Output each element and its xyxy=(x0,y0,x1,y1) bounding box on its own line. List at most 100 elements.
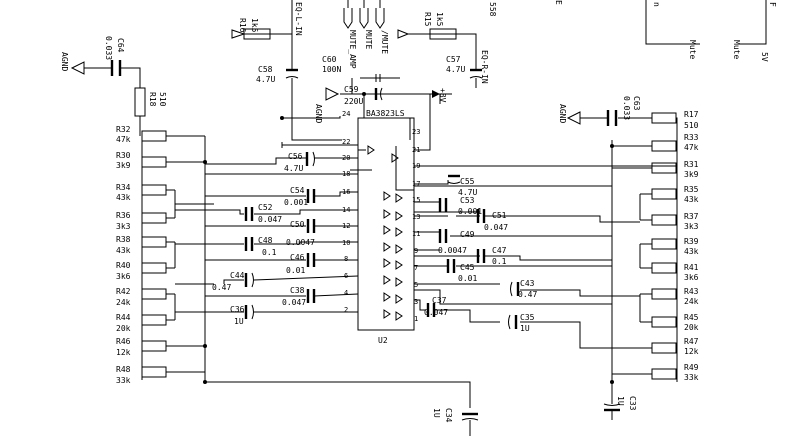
svg-text:R32: R32 xyxy=(116,125,131,134)
svg-text:R16: R16 xyxy=(238,18,247,33)
ic-pin-3: 3 xyxy=(414,298,418,306)
svg-text:3k3: 3k3 xyxy=(116,222,131,231)
svg-text:0.0047: 0.0047 xyxy=(438,246,467,255)
svg-text:1U: 1U xyxy=(520,324,530,333)
svg-text:R42: R42 xyxy=(116,287,131,296)
bottom-capacitors: C34 1U C33 1U xyxy=(432,396,637,436)
svg-text:C43: C43 xyxy=(520,279,535,288)
svg-text:0.047: 0.047 xyxy=(282,298,306,307)
svg-text:3k9: 3k9 xyxy=(684,170,699,179)
eq-r-in-label: EQ-R-IN xyxy=(480,50,489,84)
svg-text:20k: 20k xyxy=(116,324,131,333)
svg-text:C59: C59 xyxy=(344,85,359,94)
svg-text:R48: R48 xyxy=(116,365,131,374)
left-agnd-network: AGND C64 0.033 R18 510 xyxy=(60,36,167,136)
svg-text:C34: C34 xyxy=(444,408,453,423)
svg-text:R44: R44 xyxy=(116,313,131,322)
svg-text:C47: C47 xyxy=(492,246,507,255)
svg-text:1k5: 1k5 xyxy=(435,12,444,27)
svg-text:C55: C55 xyxy=(460,177,475,186)
ic-pin-22: 22 xyxy=(342,138,350,146)
svg-text:1U: 1U xyxy=(234,317,244,326)
svg-text:R30: R30 xyxy=(116,151,131,160)
resistor-r15 xyxy=(429,28,457,40)
svg-text:4.7U: 4.7U xyxy=(446,65,465,74)
svg-text:3k6: 3k6 xyxy=(116,272,131,281)
svg-text:0.1: 0.1 xyxy=(262,248,277,257)
ic-pin-23: 23 xyxy=(412,128,420,136)
svg-text:C38: C38 xyxy=(290,286,305,295)
svg-text:R31: R31 xyxy=(684,160,699,169)
resistor-r18 xyxy=(134,87,146,117)
ic-pin-7: 7 xyxy=(414,264,418,272)
svg-text:33k: 33k xyxy=(116,376,131,385)
svg-text:C36: C36 xyxy=(230,305,245,314)
svg-text:C56: C56 xyxy=(288,152,303,161)
5v-label: 5V xyxy=(760,52,769,62)
svg-text:43k: 43k xyxy=(684,247,699,256)
agnd-left-label: AGND xyxy=(60,52,69,71)
svg-text:4.7U: 4.7U xyxy=(284,164,303,173)
ic-pin-9: 9 xyxy=(414,247,418,255)
svg-text:C37: C37 xyxy=(432,296,447,305)
right-wiring xyxy=(395,93,677,404)
svg-text:0.01: 0.01 xyxy=(286,266,305,275)
svg-text:F: F xyxy=(768,2,777,7)
svg-text:0.033: 0.033 xyxy=(104,36,113,60)
mute-right-label: Mute xyxy=(732,40,741,59)
svg-text:R38: R38 xyxy=(116,235,131,244)
svg-text:R46: R46 xyxy=(116,337,131,346)
svg-text:43k: 43k xyxy=(116,193,131,202)
ic-pin-10: 10 xyxy=(342,239,350,247)
svg-text:4.7U: 4.7U xyxy=(256,75,275,84)
ic-u2: BA3823LS U2 24 22 20 18 16 14 12 10 8 6 … xyxy=(342,109,420,345)
svg-text:0.033: 0.033 xyxy=(622,96,631,120)
agnd-mid-label: AGND xyxy=(314,104,323,123)
ic-pin-2: 2 xyxy=(344,306,348,314)
svg-text:R15: R15 xyxy=(423,12,432,27)
svg-text:R43: R43 xyxy=(684,287,699,296)
svg-text:C54: C54 xyxy=(290,186,305,195)
left-wiring xyxy=(175,0,471,408)
svg-text:C63: C63 xyxy=(632,96,641,111)
svg-text:R36: R36 xyxy=(116,211,131,220)
svg-text:0.01: 0.01 xyxy=(458,274,477,283)
cap-c56: C56 4.7U xyxy=(284,151,315,173)
svg-text:510: 510 xyxy=(684,121,699,130)
mute-left-label: Mute xyxy=(688,40,697,59)
svg-text:0.47: 0.47 xyxy=(518,290,537,299)
svg-text:43k: 43k xyxy=(116,246,131,255)
ic-pin-8: 8 xyxy=(344,255,348,263)
svg-text:C58: C58 xyxy=(258,65,273,74)
svg-text:C44: C44 xyxy=(230,271,245,280)
svg-text:1U: 1U xyxy=(432,408,441,418)
svg-text:43k: 43k xyxy=(684,195,699,204)
svg-text:0.1: 0.1 xyxy=(492,257,507,266)
svg-text:24k: 24k xyxy=(116,298,131,307)
svg-text:3k9: 3k9 xyxy=(116,161,131,170)
svg-text:R37: R37 xyxy=(684,212,699,221)
supply-8v-label: +8V xyxy=(438,88,447,103)
svg-text:100N: 100N xyxy=(322,65,341,74)
